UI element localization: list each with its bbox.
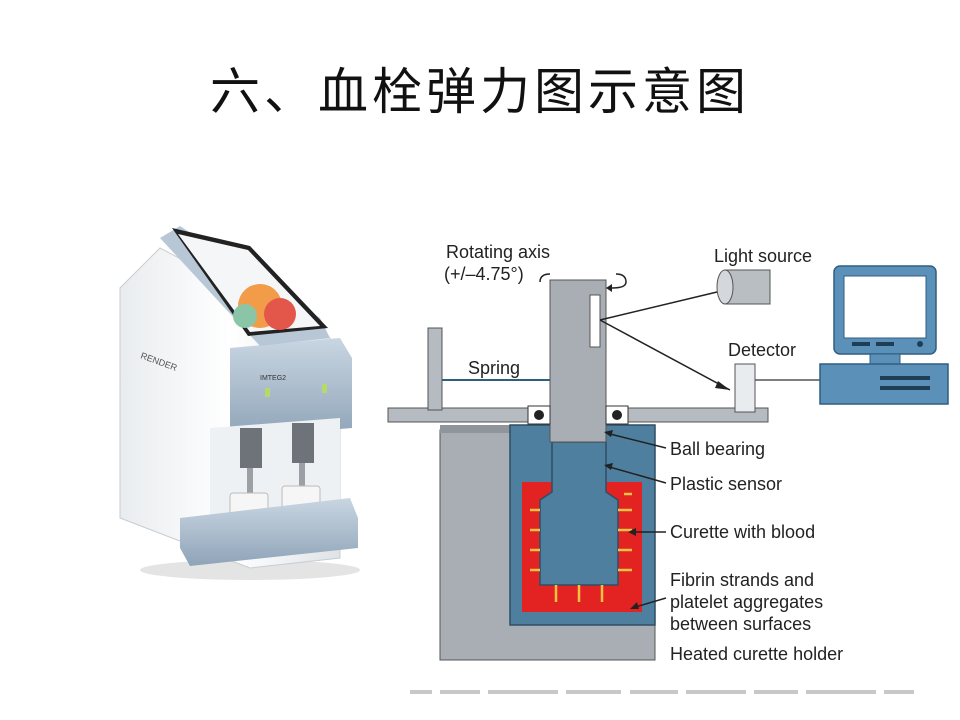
label-spring: Spring xyxy=(468,358,521,378)
spring-post xyxy=(427,327,443,411)
teg-schematic xyxy=(387,265,949,661)
label-fibrin-line2: platelet aggregates xyxy=(670,592,824,612)
detector xyxy=(734,363,756,413)
fibrin-strands xyxy=(530,492,632,602)
mirror xyxy=(589,294,601,348)
rotation-arrow-right xyxy=(611,273,627,289)
label-ball-bearing: Ball bearing xyxy=(670,439,766,459)
cropped-caption xyxy=(410,690,914,694)
label-fibrin-line3: between surfaces xyxy=(670,614,812,634)
plastic-sensor xyxy=(539,441,619,586)
label-rotating-axis-range: (+/–4.75°) xyxy=(444,264,524,284)
label-fibrin-line1: Fibrin strands and xyxy=(670,570,815,590)
label-light-source: Light source xyxy=(714,246,813,266)
top-plate-left xyxy=(387,407,529,423)
label-plastic-sensor: Plastic sensor xyxy=(670,474,783,494)
rotation-arrow-left xyxy=(539,273,551,283)
teg-analyzer-device: RENDER IMTEG2 xyxy=(119,226,360,580)
light-beam-out xyxy=(599,319,731,391)
label-rotating-axis: Rotating axis xyxy=(446,242,551,262)
light-source xyxy=(716,269,771,305)
computer-icon xyxy=(819,265,949,405)
label-curette-with-blood: Curette with blood xyxy=(670,522,816,542)
label-detector: Detector xyxy=(728,340,797,360)
device-model-text: IMTEG2 xyxy=(260,375,286,382)
ball-bearings xyxy=(527,405,629,425)
slide-title: 六、血栓弹力图示意图 xyxy=(210,63,750,121)
label-heated-curette-holder: Heated curette holder xyxy=(670,644,844,664)
light-beam-in xyxy=(599,291,718,321)
